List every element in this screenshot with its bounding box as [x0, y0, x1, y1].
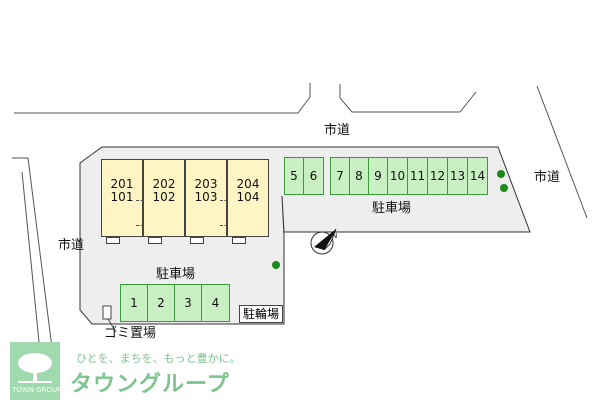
parking-label-bottom: 駐車場 [156, 267, 196, 282]
parking-space: 12 [428, 157, 448, 195]
unit-upper-number: 203 [194, 177, 218, 191]
company-logo-caption: TOWN GROUP [12, 386, 62, 394]
parking-space: 6 [304, 157, 324, 195]
garbage-pointer-line [107, 318, 117, 333]
tree-icon [500, 184, 508, 192]
bicycle-parking-label: 駐輪場 [239, 305, 284, 323]
garbage-area-label: ゴミ置場 [104, 326, 157, 341]
parking-space: 11 [408, 157, 428, 195]
entrance-step [148, 237, 162, 244]
company-logo-icon [10, 342, 60, 400]
road-label-right: 市道 [534, 170, 561, 185]
unit-lower-number: 104 [236, 190, 260, 204]
company-slogan: ひとを、まちを、もっと豊かに。 [76, 352, 241, 365]
unit-upper-number: 201 [110, 177, 134, 191]
parking-space: 1 [120, 284, 148, 322]
parking-space: 5 [284, 157, 304, 195]
parking-space: 2 [148, 284, 175, 322]
parking-space: 10 [388, 157, 408, 195]
parking-space: 14 [468, 157, 488, 195]
road-edge-left-inner [21, 171, 41, 353]
unit-lower-number: 101 [110, 190, 134, 204]
road-edge-top-left [14, 83, 311, 114]
parking-row-bottom: 1 2 3 4 [120, 284, 230, 322]
parking-space: 4 [202, 284, 230, 322]
unit-lower-number: 102 [152, 190, 176, 204]
parking-row-top-a: 5 6 [284, 157, 324, 195]
unit-lower-number: 103 [194, 190, 218, 204]
tree-icon [272, 261, 280, 269]
road-edge-left-outer [12, 157, 53, 349]
road-edge-right [536, 85, 588, 219]
road-label-left: 市道 [58, 238, 85, 253]
svg-text:N: N [332, 232, 337, 240]
unit-upper-number: 202 [152, 177, 176, 191]
entrance-step [190, 237, 204, 244]
tree-icon [497, 170, 505, 178]
parking-space: 9 [369, 157, 388, 195]
road-label-top: 市道 [324, 123, 351, 138]
company-name: タウングループ [70, 372, 230, 397]
entrance-step [106, 237, 120, 244]
parking-space: 8 [350, 157, 369, 195]
north-arrow-icon: N [310, 228, 337, 255]
parking-space: 7 [330, 157, 350, 195]
unit-upper-number: 204 [236, 177, 260, 191]
garbage-bin-icon [102, 305, 112, 320]
road-edge-top-right [339, 84, 477, 113]
parking-space: 3 [175, 284, 202, 322]
parking-row-top-b: 7 8 9 10 11 12 13 14 [330, 157, 488, 195]
parking-label-top: 駐車場 [372, 201, 412, 216]
parking-space: 13 [448, 157, 468, 195]
entrance-step [232, 237, 246, 244]
